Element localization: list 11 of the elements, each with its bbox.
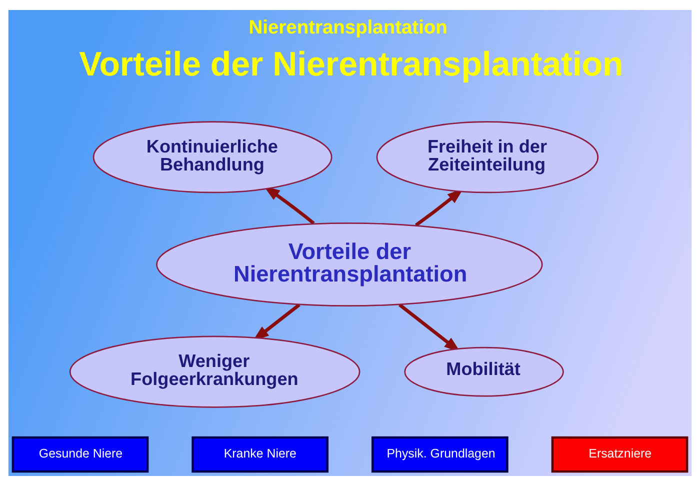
node-ellipse: Weniger Folgeerkrankungen bbox=[69, 335, 360, 408]
node-box: Physik. Grundlagen bbox=[372, 436, 508, 472]
label: Vorteile der Nierentransplantation bbox=[79, 45, 624, 84]
node-ellipse: Mobilität bbox=[404, 346, 564, 396]
node-ellipse: Freiheit in der Zeiteinteilung bbox=[376, 120, 599, 193]
node-box: Kranke Niere bbox=[192, 436, 328, 472]
node-box: Ersatzniere bbox=[551, 436, 688, 472]
node-box: Gesunde Niere bbox=[12, 436, 149, 472]
diagram-title: Nierentransplantation bbox=[248, 16, 448, 38]
node-ellipse: Vorteile der Nierentransplantation bbox=[156, 222, 543, 306]
node-ellipse: Kontinuierliche Behandlung bbox=[92, 120, 332, 193]
